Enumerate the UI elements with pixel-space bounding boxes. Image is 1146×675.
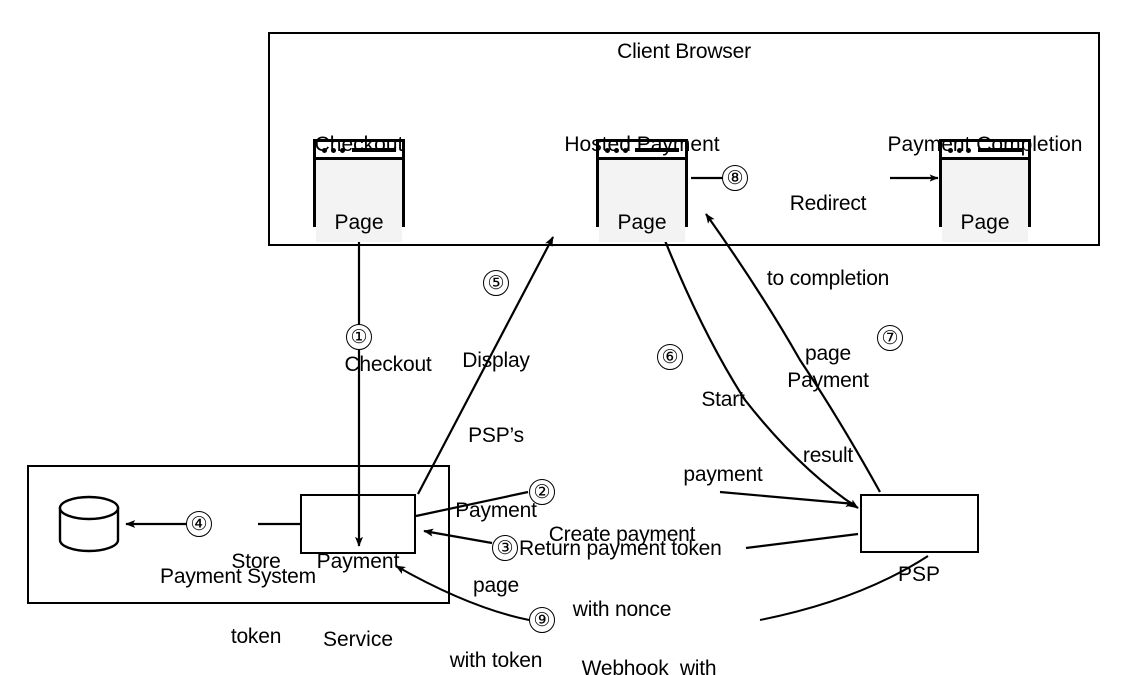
checkout-page-label-line1: Checkout bbox=[314, 133, 404, 156]
payment-completion-page-browser-icon bbox=[939, 139, 1031, 242]
step-8-label: Redirect to completion page bbox=[766, 141, 890, 416]
checkout-page-browser-icon bbox=[313, 139, 405, 242]
step-9-label: Webhook with completion result bbox=[571, 606, 726, 675]
browser-dot-icon bbox=[614, 148, 619, 153]
hosted-payment-page-browser-icon bbox=[596, 139, 688, 242]
step-7-label: Payment result bbox=[787, 318, 869, 518]
hosted-payment-page-label-line1: Hosted Payment bbox=[564, 133, 720, 156]
checkout-page-label: Checkout Page bbox=[315, 80, 404, 288]
step-8-number: ⑧ bbox=[722, 165, 748, 191]
payment-service-label-line2: Service bbox=[322, 628, 394, 651]
payment-completion-page-label-line1: Payment Completion bbox=[887, 133, 1083, 156]
step-4-label: Store token bbox=[230, 499, 282, 675]
hosted-payment-page-label: Hosted Payment Page bbox=[564, 80, 719, 288]
psp-label-text: PSP bbox=[897, 563, 941, 586]
step-5-label-line4: page bbox=[473, 574, 519, 597]
step-7-label-line2: result bbox=[802, 444, 854, 467]
payment-service-label: Payment Service bbox=[317, 497, 400, 675]
step-5-label-line3: Payment bbox=[455, 499, 537, 522]
browser-viewport bbox=[599, 160, 685, 242]
step-8-label-line1: Redirect bbox=[789, 192, 867, 215]
step-8-label-line2: to completion bbox=[766, 267, 890, 290]
token-store-cylinder bbox=[58, 495, 120, 553]
step-2-label: Create payment with nonce bbox=[549, 472, 696, 672]
browser-titlebar bbox=[316, 142, 402, 160]
step-3-label: Return payment token bbox=[519, 537, 722, 560]
browser-titlebar bbox=[942, 142, 1028, 160]
arrow-step-7 bbox=[705, 213, 881, 493]
arrow-step-2-left bbox=[415, 490, 529, 518]
step-7-number: ⑦ bbox=[877, 325, 903, 351]
step-4-number: ④ bbox=[186, 511, 212, 537]
browser-viewport bbox=[942, 160, 1028, 242]
step-2-number: ② bbox=[529, 479, 555, 505]
payment-service-label-line1: Payment bbox=[316, 550, 400, 573]
payment-completion-page-label: Payment Completion Page bbox=[888, 80, 1083, 288]
step-4-label-line1: Store bbox=[231, 550, 281, 573]
step-5-number: ⑤ bbox=[483, 270, 509, 296]
arrow-step-9-right bbox=[759, 555, 929, 621]
client-browser-group-title: Client Browser bbox=[617, 40, 751, 63]
browser-dot-icon bbox=[605, 148, 610, 153]
step-8-label-line3: page bbox=[805, 342, 851, 365]
browser-urlbar-icon bbox=[978, 148, 1022, 152]
browser-urlbar-icon bbox=[635, 148, 679, 152]
step-5-label-line5: with token bbox=[449, 649, 543, 672]
browser-dot-icon bbox=[331, 148, 336, 153]
step-6-label-line1: Start bbox=[701, 388, 745, 411]
browser-titlebar bbox=[599, 142, 685, 160]
step-1-number: ① bbox=[346, 324, 372, 350]
step-5-label-line1: Display bbox=[462, 349, 530, 372]
step-5-label-line2: PSP’s bbox=[468, 424, 524, 447]
step-6-label: Start payment bbox=[683, 337, 762, 537]
step-6-label-line2: payment bbox=[683, 463, 763, 486]
psp-box bbox=[860, 494, 979, 553]
arrow-step-2-right bbox=[719, 490, 856, 508]
browser-dot-icon bbox=[957, 148, 962, 153]
arrow-step-3-left bbox=[423, 528, 493, 545]
step-7-label-line1: Payment bbox=[787, 369, 869, 392]
client-browser-group-outline bbox=[268, 32, 1100, 246]
arrow-step-5 bbox=[417, 236, 554, 495]
payment-system-group-title: Payment System bbox=[160, 565, 316, 588]
browser-urlbar-icon bbox=[352, 148, 396, 152]
checkout-page-label-line2: Page bbox=[334, 211, 384, 234]
hosted-payment-page-label-line2: Page bbox=[617, 211, 667, 234]
arrow-step-3-right bbox=[745, 532, 859, 550]
browser-viewport bbox=[316, 160, 402, 242]
browser-dot-icon bbox=[948, 148, 953, 153]
step-9-number: ⑨ bbox=[529, 607, 555, 633]
step-6-number: ⑥ bbox=[657, 344, 683, 370]
payment-completion-page-label-line2: Page bbox=[960, 211, 1010, 234]
browser-dot-icon bbox=[340, 148, 345, 153]
step-3-number: ③ bbox=[492, 535, 518, 561]
step-9-label-line1: Webhook with bbox=[581, 657, 717, 675]
step-2-label-line2: with nonce bbox=[572, 598, 672, 621]
step-2-label-line1: Create payment bbox=[548, 523, 696, 546]
psp-label: PSP bbox=[898, 510, 940, 640]
step-1-label: Checkout bbox=[344, 353, 432, 376]
step-4-label-line2: token bbox=[230, 625, 282, 648]
step-5-label: Display PSP’s Payment page with token bbox=[450, 298, 543, 675]
arrow-step-6 bbox=[658, 227, 859, 509]
browser-dot-icon bbox=[966, 148, 971, 153]
browser-dot-icon bbox=[322, 148, 327, 153]
arrow-step-9-left bbox=[395, 565, 530, 621]
browser-dot-icon bbox=[623, 148, 628, 153]
